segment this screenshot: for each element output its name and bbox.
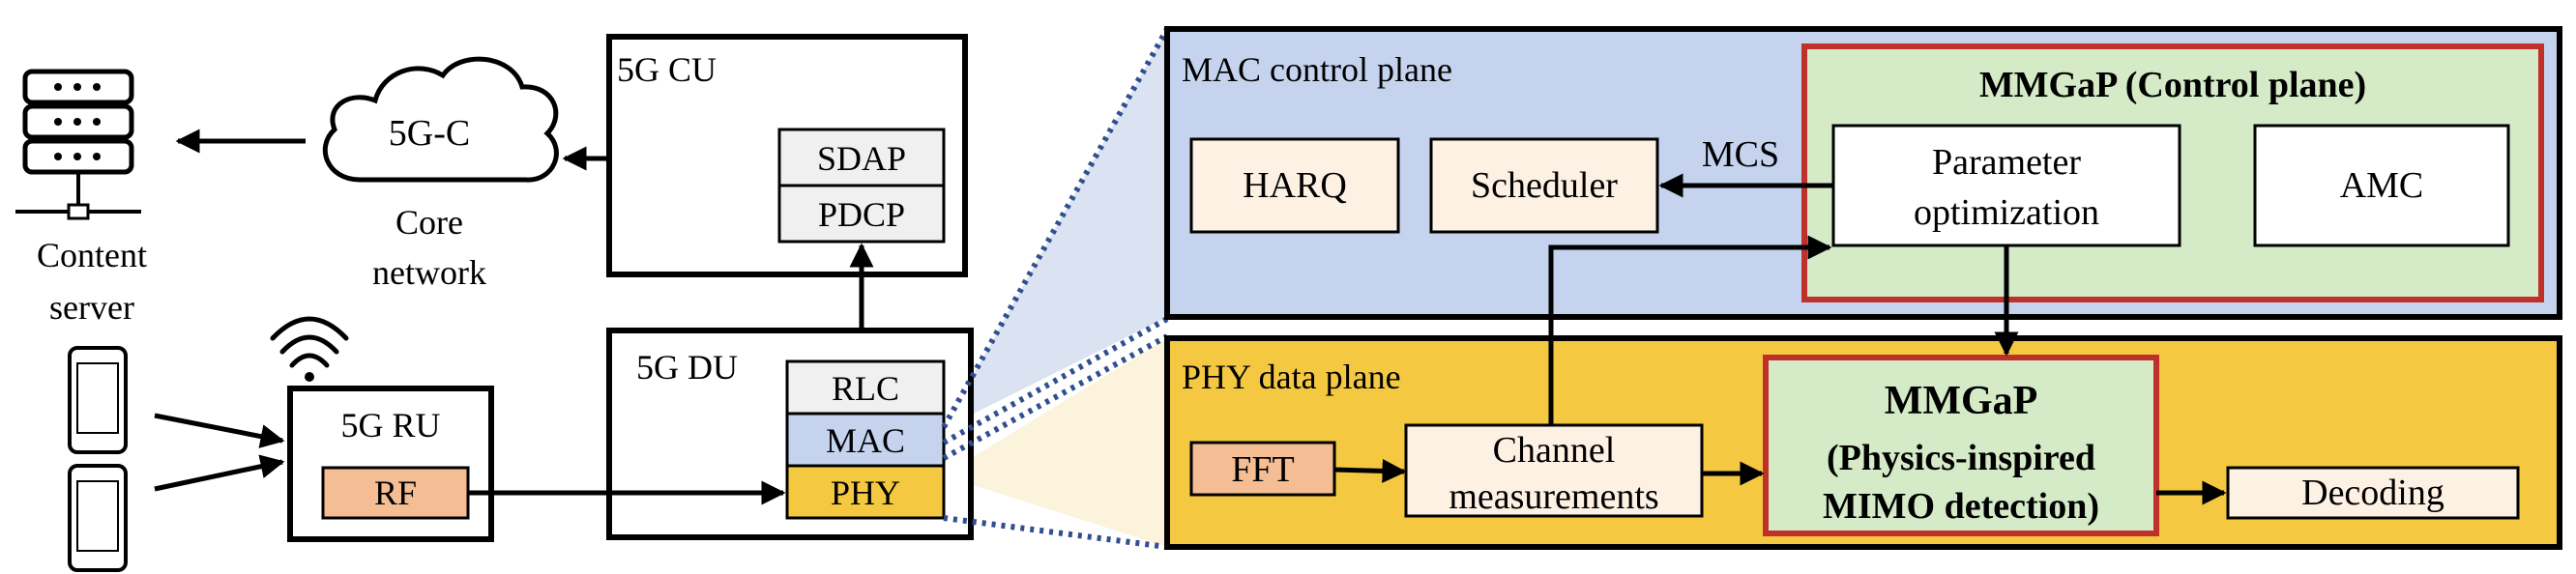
- ru-title: 5G RU: [340, 406, 440, 445]
- arrow-ue1-to-ru: [154, 413, 285, 448]
- pdcp-label: PDCP: [818, 195, 905, 234]
- mmgap-detection-title: MMGaP: [1885, 379, 2038, 423]
- harq-label: HARQ: [1243, 165, 1347, 206]
- mmgap-detection-box: [1763, 355, 2159, 536]
- phy-label: PHY: [831, 474, 900, 512]
- arrow-ue2-to-ru: [154, 454, 285, 492]
- scheduler-box: [1429, 137, 1659, 234]
- arrow-channel-to-param-opt: [1548, 235, 1832, 425]
- rlc-layer: [785, 359, 946, 416]
- scheduler-label: Scheduler: [1471, 165, 1618, 206]
- decoding-label: Decoding: [2301, 473, 2444, 513]
- phy-layer: [785, 464, 946, 520]
- harq-box: [1189, 137, 1400, 234]
- mmgap-detection-line2: (Physics-inspired: [1827, 438, 2095, 478]
- decoding-box: [2226, 466, 2520, 520]
- amc-label: AMC: [2340, 165, 2424, 206]
- arrow-fft-to-channel: [1333, 458, 1407, 483]
- mac-plane-title: MAC control plane: [1182, 50, 1452, 89]
- channel-meas-line1: Channel: [1493, 430, 1616, 471]
- wireless-signal-icon: [270, 316, 349, 382]
- mac-label: MAC: [826, 421, 905, 460]
- server-label-line2: server: [49, 288, 134, 327]
- mmgap-control-title: MMGaP (Control plane): [1979, 65, 2366, 105]
- mcs-label: MCS: [1702, 134, 1779, 175]
- rlc-label: RLC: [832, 369, 899, 408]
- fft-box: [1189, 441, 1336, 497]
- cloud-label: 5G-C: [389, 113, 470, 154]
- core-label-line1: Core: [395, 203, 463, 242]
- mmgap-detection-line3: MIMO detection): [1823, 486, 2099, 527]
- cu-title: 5G CU: [617, 50, 717, 89]
- du-title: 5G DU: [636, 348, 738, 387]
- phy-zoom-shade: [943, 338, 1167, 547]
- sdap-layer: [777, 128, 946, 187]
- channel-meas-line2: measurements: [1449, 476, 1658, 517]
- cloud-icon: [322, 56, 559, 183]
- channel-meas-box: [1404, 423, 1704, 518]
- server-label-line1: Content: [37, 236, 147, 274]
- fft-label: FFT: [1231, 449, 1294, 490]
- sdap-label: SDAP: [817, 139, 906, 178]
- pdcp-layer: [777, 184, 946, 244]
- param-opt-box: [1831, 124, 2181, 247]
- server-rack-icon: [15, 69, 141, 220]
- param-opt-line1: Parameter: [1932, 142, 2081, 183]
- amc-box: [2253, 124, 2510, 247]
- rf-label: RF: [374, 474, 417, 512]
- smartphone-icon: [68, 346, 128, 572]
- param-opt-line2: optimization: [1914, 192, 2099, 233]
- zoom-dotted-lines: [941, 27, 1170, 550]
- phy-plane-title: PHY data plane: [1182, 358, 1401, 396]
- core-label-line2: network: [372, 253, 486, 292]
